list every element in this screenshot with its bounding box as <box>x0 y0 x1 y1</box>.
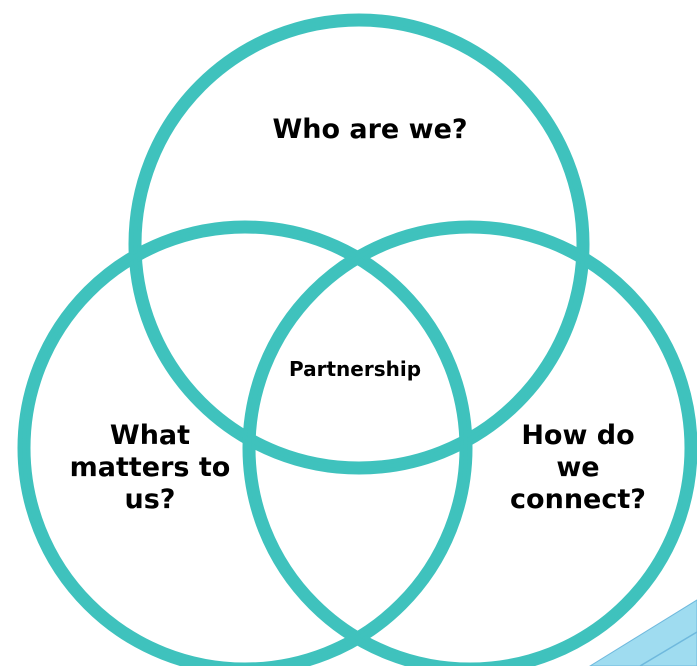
set-label-left-line2: matters to <box>69 451 231 483</box>
set-label-left-line1: What <box>109 420 191 451</box>
circle-top <box>128 13 590 475</box>
circle-top-inner-arc <box>133 18 585 470</box>
set-label-left-line3: us? <box>124 483 176 515</box>
set-label-right-line2: we <box>556 451 600 483</box>
set-label-right-line1: How do <box>521 420 635 451</box>
circle-right-inner-arc <box>247 225 693 666</box>
circle-left-inner-arc <box>22 225 468 666</box>
corner-accent-line <box>639 631 697 666</box>
set-label-right: How do we connect? <box>478 420 678 516</box>
intersection-label: Partnership <box>288 357 422 381</box>
set-label-right-line3: connect? <box>510 483 646 515</box>
corner-accent-shape <box>589 599 697 666</box>
set-label-left: What matters to us? <box>40 420 260 516</box>
corner-accent <box>589 599 697 666</box>
set-label-top: Who are we? <box>272 114 468 145</box>
